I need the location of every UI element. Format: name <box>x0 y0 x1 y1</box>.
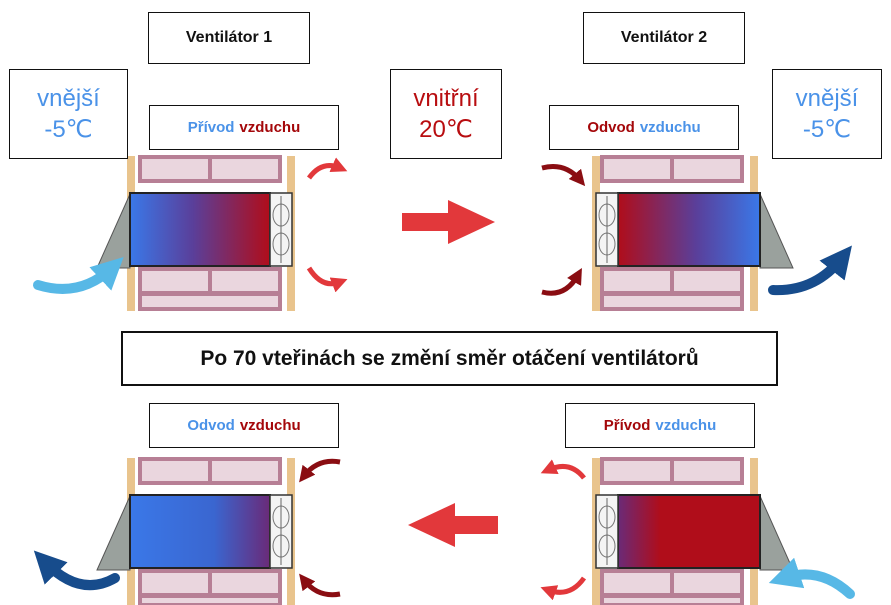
mode-top-right-word1: Odvod <box>587 119 635 136</box>
mode-bottom-right-word2: vzduchu <box>655 417 717 434</box>
flow-arrow-icon <box>540 576 587 601</box>
flow-arrow-icon <box>299 458 341 483</box>
mode-top-left-word2: vzduchu <box>239 119 301 136</box>
mode-top-right-word2: vzduchu <box>639 119 701 136</box>
fan-icon <box>269 192 293 267</box>
fan-1-label-text: Ventilátor 1 <box>185 29 273 46</box>
mode-bottom-left-word1: Odvod <box>187 417 235 434</box>
outside-temp-left: vnější -5℃ <box>9 69 128 159</box>
outside-value-right: -5℃ <box>802 116 852 143</box>
outside-value-left: -5℃ <box>44 116 93 143</box>
flow-arrow-icon <box>540 459 586 480</box>
intake-arrow-icon <box>33 257 124 294</box>
inside-temp: vnitřní 20℃ <box>390 69 502 159</box>
fan-icon <box>269 494 293 569</box>
mode-top-left-word1: Přívod <box>187 119 235 136</box>
wall-unit-top-left <box>33 155 348 311</box>
fan-2-label-text: Ventilátor 2 <box>620 29 708 46</box>
exhaust-arrow-icon <box>33 550 120 591</box>
flow-arrow-icon <box>299 573 341 598</box>
fan-icon <box>595 192 619 267</box>
direction-change-banner: Po 70 vteřinách se změní směr otáčení ve… <box>121 331 778 386</box>
mode-bottom-right-word1: Přívod <box>603 417 651 434</box>
exhaust-arrow-icon <box>768 245 852 296</box>
arrow-left-icon <box>408 503 498 547</box>
flow-arrow-icon <box>541 164 586 187</box>
flow-arrow-icon <box>541 268 582 296</box>
direction-change-text: Po 70 vteřinách se změní směr otáčení ve… <box>200 346 699 370</box>
intake-arrow-icon <box>768 557 855 599</box>
outside-label-left: vnější <box>37 85 100 112</box>
wall-unit-bottom-right <box>540 457 855 605</box>
mode-top-left: Přívod vzduchu <box>149 105 339 150</box>
mode-bottom-right: Přívod vzduchu <box>565 403 755 448</box>
inside-label: vnitřní <box>413 85 479 112</box>
wall-unit-bottom-left <box>33 457 341 605</box>
mode-bottom-left-word2: vzduchu <box>239 417 301 434</box>
arrow-right-icon <box>402 200 495 244</box>
outside-temp-right: vnější -5℃ <box>772 69 882 159</box>
flow-arrow-icon <box>306 157 348 180</box>
fan-1-label: Ventilátor 1 <box>148 12 310 64</box>
inside-value: 20℃ <box>419 116 473 143</box>
wall-unit-top-right <box>541 155 852 311</box>
fan-icon <box>595 494 619 569</box>
outside-label-right: vnější <box>795 85 859 112</box>
fan-2-label: Ventilátor 2 <box>583 12 745 64</box>
flow-arrow-icon <box>306 266 348 293</box>
mode-bottom-left: Odvod vzduchu <box>149 403 339 448</box>
mode-top-right: Odvod vzduchu <box>549 105 739 150</box>
